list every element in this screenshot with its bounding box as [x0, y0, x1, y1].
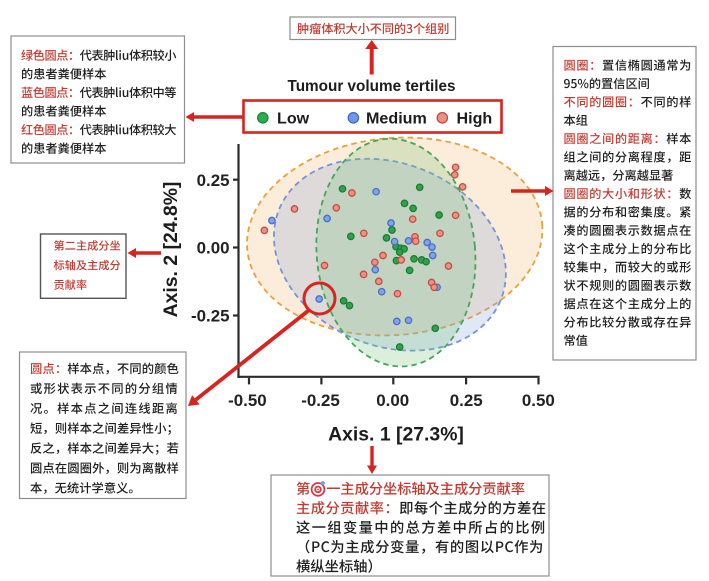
svg-text:Low: Low [277, 110, 310, 128]
svg-text:-0.50: -0.50 [228, 391, 267, 410]
svg-text:Axis. 2 [24.8%]: Axis. 2 [24.8%] [160, 182, 182, 318]
svg-text:High: High [457, 110, 493, 128]
svg-text:Medium: Medium [366, 110, 427, 128]
svg-text:Tumour volume tertiles: Tumour volume tertiles [287, 78, 455, 95]
svg-text:0.00: 0.00 [197, 239, 230, 258]
svg-text:-0.25: -0.25 [191, 307, 230, 326]
svg-text:0.25: 0.25 [197, 171, 230, 190]
svg-text:-0.25: -0.25 [301, 391, 340, 410]
svg-text:0.50: 0.50 [522, 391, 555, 410]
svg-text:Axis. 1 [27.3%]: Axis. 1 [27.3%] [328, 424, 464, 446]
svg-text:0.00: 0.00 [376, 391, 409, 410]
svg-text:0.25: 0.25 [450, 391, 483, 410]
